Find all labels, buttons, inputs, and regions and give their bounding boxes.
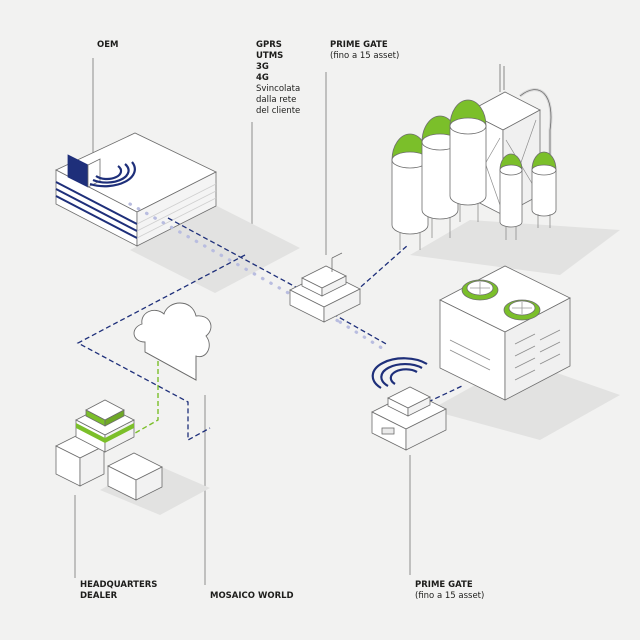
label-prime-gate-top-subtitle: (fino a 15 asset) bbox=[330, 51, 400, 61]
label-prime-gate-top-title: PRIME GATE bbox=[330, 40, 388, 50]
headquarters-buildings bbox=[55, 399, 163, 501]
cloud-icon bbox=[133, 302, 212, 381]
link-oem-gateway bbox=[167, 217, 306, 293]
prime-gate-top-device bbox=[289, 252, 361, 323]
label-mosaico: MOSAICO WORLD bbox=[210, 591, 294, 602]
label-network: GPRS UTMS 3G 4G Svincolata dalla rete de… bbox=[256, 40, 300, 117]
label-oem-title: OEM bbox=[97, 40, 119, 50]
label-headquarters: HEADQUARTERS DEALER bbox=[80, 580, 157, 602]
link-gateway-cooler bbox=[427, 385, 463, 403]
cooling-unit bbox=[439, 265, 571, 401]
label-oem: OEM bbox=[97, 40, 119, 51]
prime-gate-bottom-device bbox=[371, 386, 447, 451]
label-headquarters-line-2: DEALER bbox=[80, 591, 118, 601]
label-prime-gate-bottom: PRIME GATE (fino a 15 asset) bbox=[415, 580, 484, 602]
label-prime-gate-bottom-subtitle: (fino a 15 asset) bbox=[415, 591, 485, 601]
label-mosaico-title: MOSAICO WORLD bbox=[210, 591, 294, 601]
link-gateway-plant bbox=[354, 244, 409, 293]
prime-gate-wifi-icon bbox=[371, 357, 428, 389]
oem-building bbox=[55, 132, 217, 247]
label-network-note-2: dalla rete bbox=[256, 95, 297, 105]
label-network-line-4: 4G bbox=[256, 73, 269, 83]
oem-wifi-icon bbox=[89, 161, 136, 188]
label-prime-gate-bottom-title: PRIME GATE bbox=[415, 580, 473, 590]
industrial-plant bbox=[391, 64, 557, 250]
label-network-line-2: UTMS bbox=[256, 51, 284, 61]
leader-lines bbox=[74, 58, 411, 585]
link-network-headquarters bbox=[76, 254, 246, 442]
label-network-note-3: del cliente bbox=[256, 106, 301, 116]
label-network-line-1: GPRS bbox=[256, 40, 282, 50]
label-headquarters-line-1: HEADQUARTERS bbox=[80, 580, 158, 590]
label-network-line-3: 3G bbox=[256, 62, 269, 72]
label-prime-gate-top: PRIME GATE (fino a 15 asset) bbox=[330, 40, 399, 62]
label-network-note-1: Svincolata bbox=[256, 84, 301, 94]
link-cloud-headquarters bbox=[129, 345, 159, 437]
